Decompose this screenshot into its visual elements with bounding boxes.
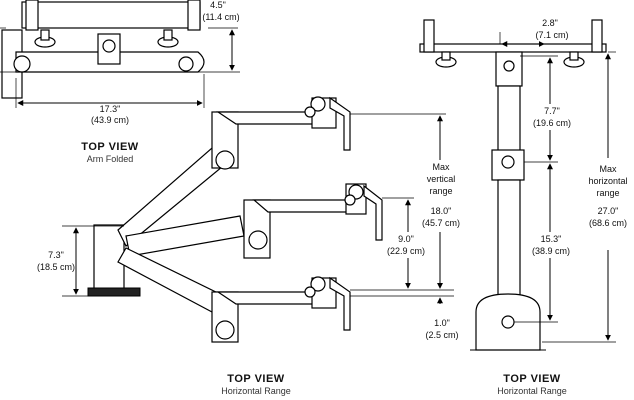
plate-width-metric: (7.1 cm): [535, 30, 568, 40]
folded-caption-subtitle: Arm Folded: [87, 154, 134, 164]
mount-height-metric: (18.5 cm): [37, 262, 75, 272]
front-caption-title: TOP VIEW: [503, 373, 561, 385]
side-caption-subtitle: Horizontal Range: [221, 386, 291, 396]
horizontal-range-metric: (68.6 cm): [589, 218, 627, 228]
bottom-offset-metric: (2.5 cm): [425, 330, 458, 340]
bottom-offset-imperial: 1.0": [434, 318, 450, 328]
vertical-range-label-1: Max: [432, 162, 450, 172]
folded-length-metric: (43.9 cm): [91, 115, 129, 125]
vertical-range-imperial: 18.0": [431, 206, 452, 216]
mid-offset-metric: (22.9 cm): [387, 246, 425, 256]
horizontal-range-label-3: range: [596, 188, 619, 198]
upper-arm-imperial: 7.7": [544, 106, 560, 116]
mid-offset-imperial: 9.0": [398, 234, 414, 244]
horizontal-range-label-2: horizontal: [588, 176, 627, 186]
front-arm-drawing: [419, 19, 607, 351]
lower-arm-metric: (38.9 cm): [532, 246, 570, 256]
upper-arm-metric: (19.6 cm): [533, 118, 571, 128]
horizontal-range-imperial: 27.0": [598, 206, 619, 216]
top-width-imperial: 4.5": [210, 0, 226, 10]
vertical-range-metric: (45.7 cm): [422, 218, 460, 228]
vertical-range-label-3: range: [429, 186, 452, 196]
vertical-range-label-2: vertical: [427, 174, 456, 184]
horizontal-range-label-1: Max: [599, 164, 617, 174]
side-caption-title: TOP VIEW: [227, 373, 285, 385]
front-caption-subtitle: Horizontal Range: [497, 386, 567, 396]
mount-height-imperial: 7.3": [48, 250, 64, 260]
folded-caption-title: TOP VIEW: [81, 141, 139, 153]
lower-arm-imperial: 15.3": [541, 234, 562, 244]
top-width-metric: (11.4 cm): [202, 12, 239, 22]
folded-arm-drawing: [0, 0, 240, 99]
plate-width-imperial: 2.8": [542, 18, 558, 28]
folded-length-imperial: 17.3": [100, 104, 121, 114]
side-arm-drawing: [87, 96, 383, 343]
